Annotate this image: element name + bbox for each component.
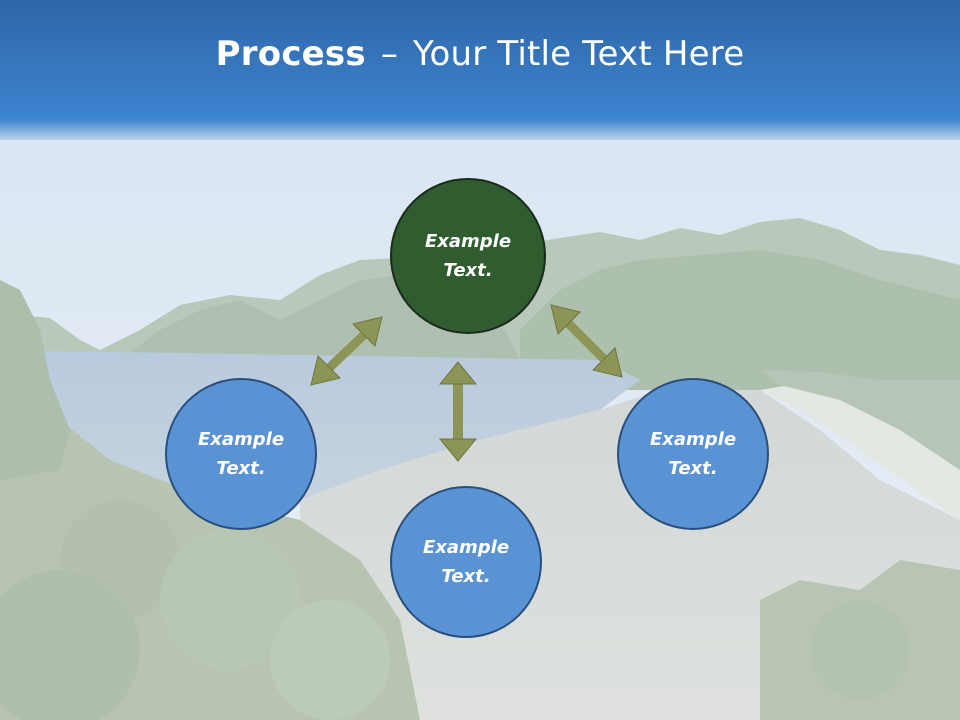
node-right[interactable]: Example Text. (617, 378, 769, 530)
slide-title: Process – Your Title Text Here (216, 34, 745, 74)
node-left-label: Example Text. (197, 429, 285, 479)
node-bottom-label: Example Text. (422, 537, 510, 587)
node-right-label: Example Text. (649, 429, 737, 479)
title-rest: Your Title Text Here (413, 34, 745, 74)
title-dash: – (380, 34, 399, 74)
title-bar: Process – Your Title Text Here (0, 0, 960, 130)
node-left[interactable]: Example Text. (165, 378, 317, 530)
node-center-label: Example Text. (424, 231, 512, 281)
node-bottom[interactable]: Example Text. (390, 486, 542, 638)
node-center[interactable]: Example Text. (390, 178, 546, 334)
title-bold: Process (215, 34, 366, 74)
